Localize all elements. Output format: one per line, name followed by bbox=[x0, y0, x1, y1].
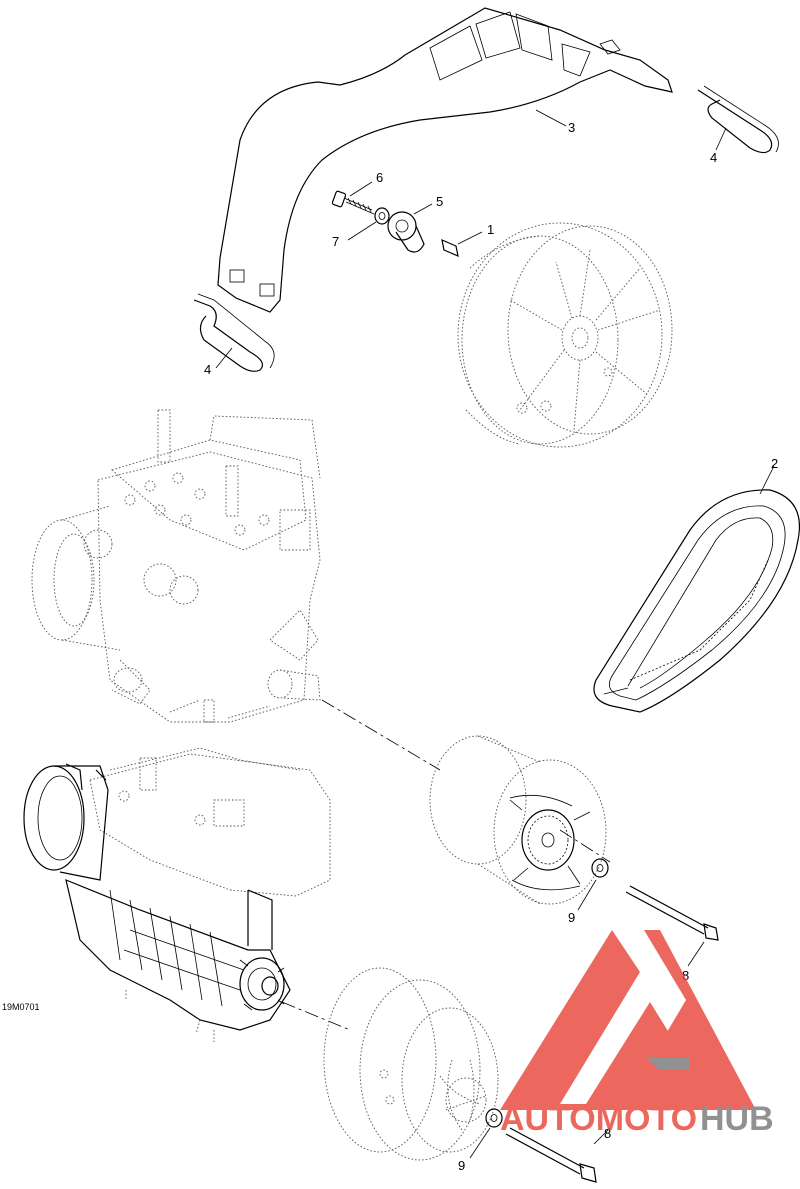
centerline-lower bbox=[281, 1001, 351, 1031]
washer-part-7 bbox=[374, 207, 390, 225]
watermark-text-red: AUTOMOTO bbox=[500, 1100, 697, 1138]
callout-9-lower: 9 bbox=[458, 1158, 465, 1173]
watermark-text-gray: HUB bbox=[700, 1100, 774, 1138]
key-part-1 bbox=[441, 238, 459, 258]
centerline-upper bbox=[321, 699, 441, 771]
bolt-part-8-lower bbox=[505, 1127, 597, 1183]
washer-part-9-lower bbox=[485, 1108, 503, 1128]
callout-6: 6 bbox=[376, 170, 383, 185]
retainer-clip-part-4-upper bbox=[697, 85, 779, 154]
callout-3: 3 bbox=[568, 120, 575, 135]
spacer-part-5 bbox=[387, 211, 425, 253]
callout-1: 1 bbox=[487, 222, 494, 237]
watermark-logo: AUTOMOTO HUB bbox=[500, 930, 774, 1138]
driven-pulley-upper bbox=[457, 222, 673, 448]
washer-part-9-upper bbox=[591, 858, 609, 878]
drive-pulley-lower bbox=[323, 967, 499, 1161]
engine-upper bbox=[31, 409, 321, 723]
callout-9-upper: 9 bbox=[568, 910, 575, 925]
engine-lower bbox=[23, 747, 331, 1042]
centerline-bolt-upper bbox=[559, 829, 611, 863]
callout-leaders bbox=[215, 109, 775, 1159]
callout-7: 7 bbox=[332, 234, 339, 249]
screw-part-6 bbox=[331, 190, 375, 215]
callout-4-lower: 4 bbox=[204, 362, 211, 377]
callout-4-upper: 4 bbox=[710, 150, 717, 165]
belt-guard-part-3 bbox=[217, 7, 673, 313]
drive-belt-part-2 bbox=[593, 489, 800, 713]
bolt-part-8-upper bbox=[625, 885, 719, 941]
callout-8-upper: 8 bbox=[682, 968, 689, 983]
callout-8-lower: 8 bbox=[604, 1126, 611, 1141]
drive-pulley-middle bbox=[429, 735, 607, 905]
drawing-code: 19M0701 bbox=[2, 1002, 40, 1012]
callout-5: 5 bbox=[436, 194, 443, 209]
retainer-clip-part-4-lower bbox=[193, 293, 275, 372]
callout-2: 2 bbox=[771, 456, 778, 471]
